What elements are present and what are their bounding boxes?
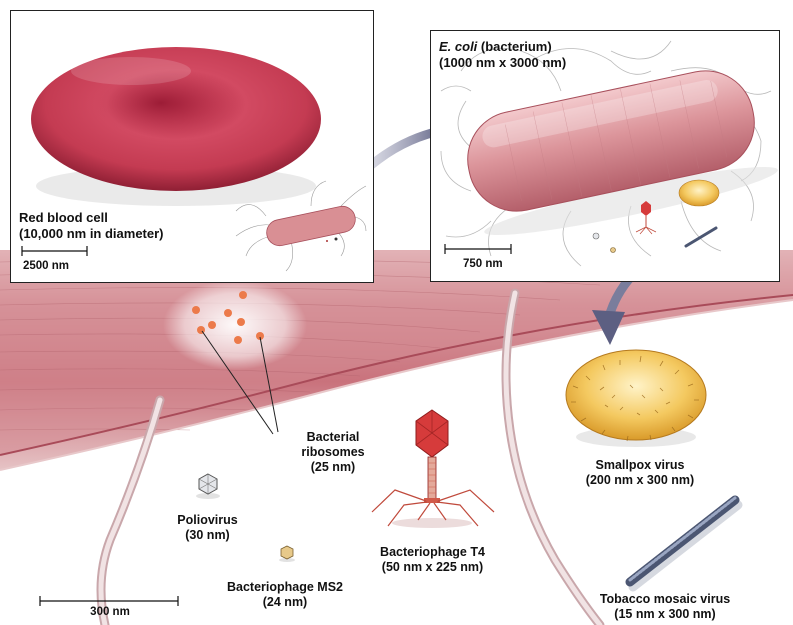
flagella — [96, 288, 605, 625]
ecoli-label-italic: E. coli — [439, 39, 478, 54]
smallpox-virus-particle — [565, 349, 707, 447]
bacterium-cell-wall — [0, 250, 793, 471]
bacteriophage-t4-particle — [371, 409, 495, 528]
red-blood-cell-drawing — [21, 47, 367, 272]
ms2-label-line2: (24 nm) — [262, 595, 308, 609]
tobacco-mosaic-virus-particle — [625, 495, 743, 592]
rbc-label-line2: (10,000 nm in diameter) — [19, 226, 164, 241]
smallpox-label-line1: Smallpox virus — [595, 458, 685, 472]
ribosomes-label: Bacterial ribosomes (25 nm) — [298, 430, 368, 475]
main-scale-bar — [39, 596, 179, 606]
ribosomes-label-line2: ribosomes — [301, 445, 365, 459]
t4-label: Bacteriophage T4 (50 nm x 225 nm) — [360, 545, 505, 575]
ecoli-label-line2: (1000 nm x 3000 nm) — [439, 55, 567, 70]
tobacco-label-line1: Tobacco mosaic virus — [599, 592, 731, 606]
poliovirus-label-line2: (30 nm) — [185, 528, 230, 542]
red-blood-cell-label: Red blood cell (10,000 nm in diameter) — [19, 210, 164, 242]
tobacco-mosaic-label: Tobacco mosaic virus (15 nm x 300 nm) — [580, 592, 750, 622]
rbc-scale-label: 2500 nm — [23, 260, 70, 272]
main-scale-label: 300 nm — [90, 606, 130, 618]
tobacco-label-line2: (15 nm x 300 nm) — [614, 607, 716, 621]
ribosomes-label-line3: (25 nm) — [310, 460, 356, 474]
mini-t4 — [635, 201, 657, 235]
poliovirus-particle — [196, 473, 220, 499]
red-blood-cell-panel: Red blood cell (10,000 nm in diameter) 2… — [10, 10, 374, 283]
rbc-label-line1: Red blood cell — [19, 210, 108, 225]
mini-tmv — [684, 226, 718, 248]
ms2-label-line1: Bacteriophage MS2 — [226, 580, 343, 594]
smallpox-label-line2: (200 nm x 300 nm) — [585, 473, 695, 487]
ms2-label: Bacteriophage MS2 (24 nm) — [210, 580, 360, 610]
smallpox-label: Smallpox virus (200 nm x 300 nm) — [565, 458, 715, 488]
ecoli-label-rest: (bacterium) — [477, 39, 552, 54]
mini-smallpox — [678, 179, 720, 207]
ecoli-drawing — [440, 40, 778, 267]
t4-label-line2: (50 nm x 225 nm) — [381, 560, 484, 574]
mini-poliovirus — [592, 232, 600, 240]
poliovirus-label: Poliovirus (30 nm) — [160, 513, 255, 543]
bacteriophage-ms2-particle — [279, 545, 295, 562]
ecoli-label: E. coli (bacterium) (1000 nm x 3000 nm) — [439, 39, 566, 71]
poliovirus-label-line1: Poliovirus — [177, 513, 238, 527]
ecoli-scale-label: 750 nm — [463, 258, 503, 270]
ribosome-region-highlight — [163, 280, 307, 370]
t4-label-line1: Bacteriophage T4 — [380, 545, 485, 559]
mini-ms2 — [610, 247, 616, 253]
ecoli-panel: E. coli (bacterium) (1000 nm x 3000 nm) … — [430, 30, 780, 282]
bacterial-ribosomes — [192, 291, 279, 435]
ribosomes-label-line1: Bacterial — [306, 430, 360, 444]
